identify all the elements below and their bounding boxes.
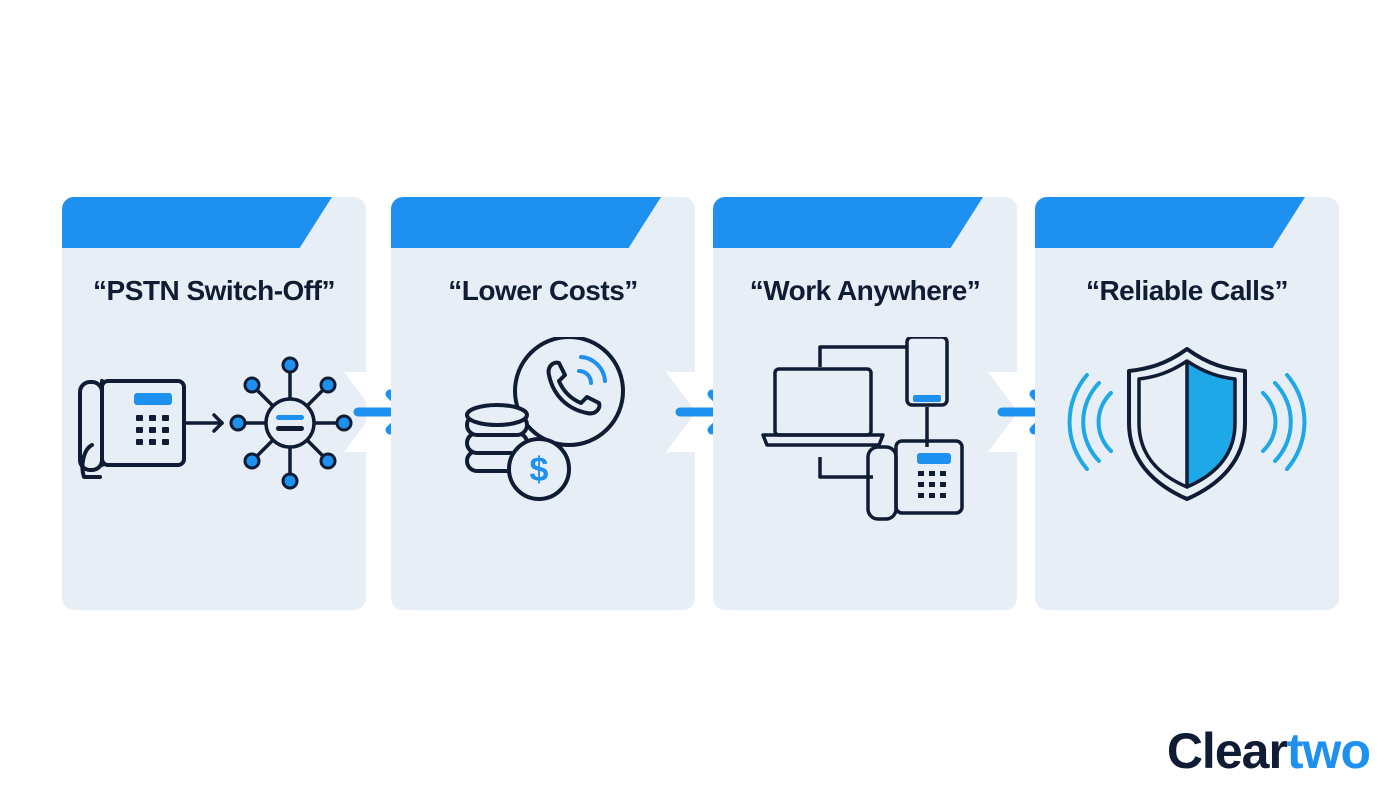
step-title: “Lower Costs” — [448, 275, 638, 306]
brand-name-part1: Clear — [1166, 723, 1288, 779]
step-card-reliable-calls: “Reliable Calls” — [1035, 197, 1339, 610]
step-title: “PSTN Switch-Off” — [93, 275, 335, 306]
card-header-tab — [1035, 197, 1305, 248]
step-card-lower-costs: “Lower Costs” $ — [391, 197, 695, 610]
card-header-tab — [391, 197, 661, 248]
step-title: “Reliable Calls” — [1085, 275, 1289, 306]
card-header-tab — [713, 197, 983, 248]
card-header-tab — [62, 197, 332, 248]
connected-devices-icon — [761, 337, 964, 521]
svg-text:$: $ — [530, 451, 549, 489]
shield-signal-icon — [1067, 347, 1307, 501]
step-card-pstn-switch-off: “PSTN Switch-Off” — [62, 197, 366, 610]
step-card-work-anywhere: “Work Anywhere” — [713, 197, 1017, 610]
landline-to-network-icon — [78, 356, 353, 490]
brand-logo: Cleartwo — [1166, 722, 1371, 780]
coins-and-phone-icon: $ — [465, 337, 625, 501]
step-title: “Work Anywhere” — [749, 275, 981, 306]
brand-name-part2: two — [1286, 723, 1371, 779]
